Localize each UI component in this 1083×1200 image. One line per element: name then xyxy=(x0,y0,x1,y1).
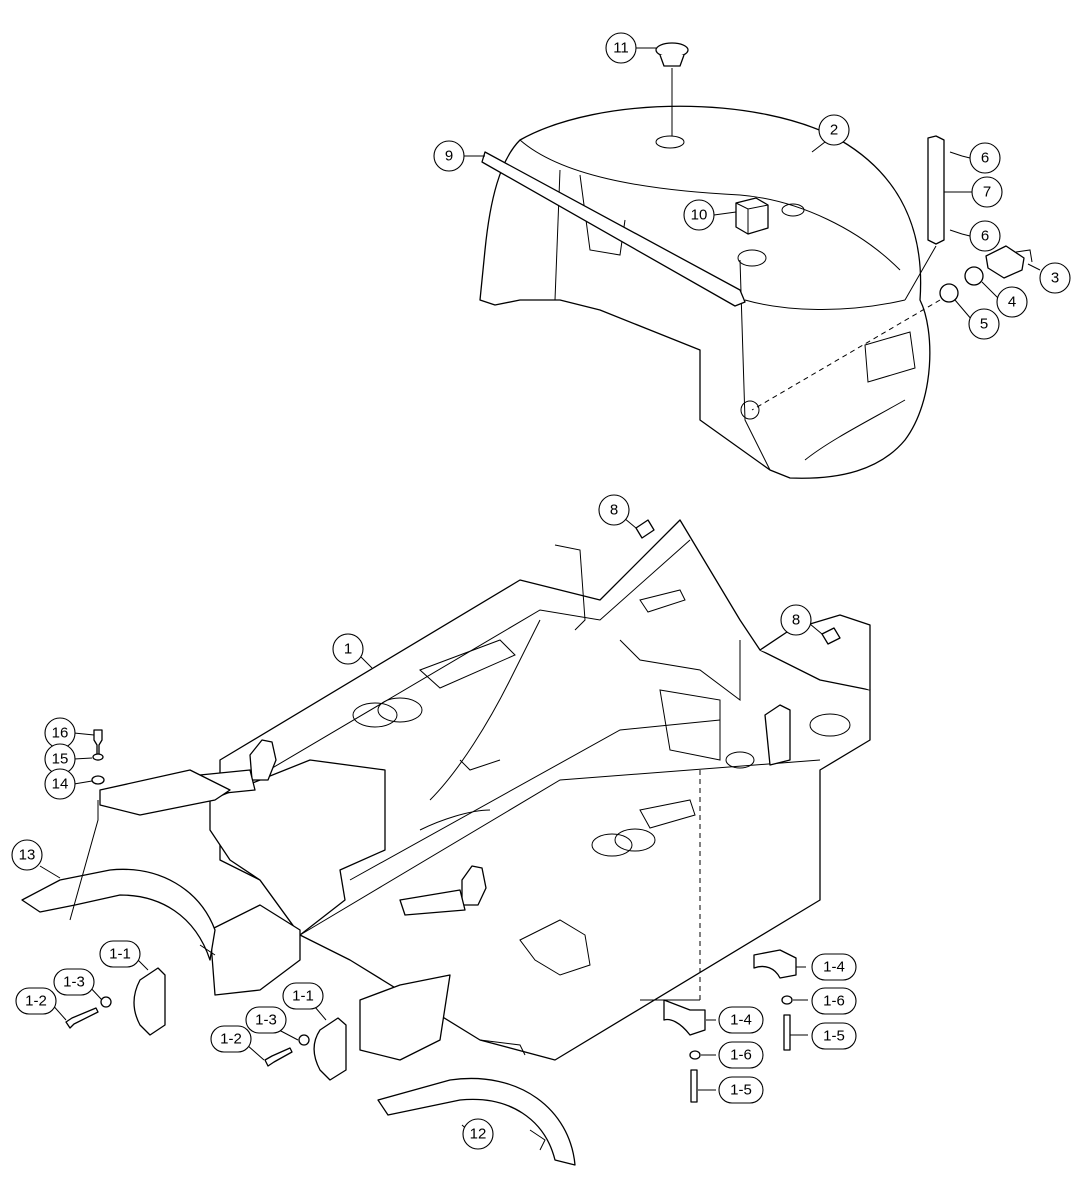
callout-1-6-lower: 1-6 xyxy=(718,1041,764,1069)
svg-text:1-6: 1-6 xyxy=(730,1047,752,1064)
pin-7 xyxy=(927,135,945,245)
svg-text:15: 15 xyxy=(52,751,69,768)
callout-14: 14 xyxy=(44,768,76,800)
callout-9: 9 xyxy=(433,140,465,172)
washer-4 xyxy=(964,266,984,286)
callout-1-1-right: 1-1 xyxy=(282,982,324,1010)
callout-13: 13 xyxy=(11,839,43,871)
cap-11 xyxy=(655,42,689,67)
svg-text:11: 11 xyxy=(613,40,629,57)
callout-1-4-upper: 1-4 xyxy=(811,953,857,981)
svg-text:12: 12 xyxy=(470,1126,487,1143)
counterweight xyxy=(479,42,1033,479)
svg-text:9: 9 xyxy=(445,148,453,165)
svg-text:6: 6 xyxy=(981,150,989,167)
svg-text:1-2: 1-2 xyxy=(220,1031,242,1048)
main-frame xyxy=(199,519,871,1061)
callout-1-4-lower: 1-4 xyxy=(718,1006,764,1034)
svg-text:1-3: 1-3 xyxy=(63,974,85,991)
svg-text:8: 8 xyxy=(610,502,618,519)
svg-text:8: 8 xyxy=(792,612,800,629)
svg-text:1-5: 1-5 xyxy=(823,1028,845,1045)
callout-1-3-left: 1-3 xyxy=(53,968,95,996)
callout-11: 11 xyxy=(605,32,637,64)
clamps xyxy=(133,949,797,1081)
callout-1-3-right: 1-3 xyxy=(245,1006,287,1034)
svg-text:1-3: 1-3 xyxy=(255,1012,277,1029)
fender-12 xyxy=(377,1077,576,1166)
svg-text:4: 4 xyxy=(1008,294,1016,311)
svg-text:1-1: 1-1 xyxy=(109,946,131,963)
callout-1-2-right: 1-2 xyxy=(210,1025,252,1053)
callout-3: 3 xyxy=(1039,262,1071,294)
svg-text:1: 1 xyxy=(344,641,352,658)
svg-text:1-1: 1-1 xyxy=(292,988,314,1005)
tab-8a xyxy=(635,519,655,539)
svg-text:1-2: 1-2 xyxy=(25,993,47,1010)
callout-15: 15 xyxy=(44,743,76,775)
washer-5 xyxy=(939,283,959,303)
callout-4: 4 xyxy=(996,286,1028,318)
svg-text:2: 2 xyxy=(830,122,838,139)
svg-text:6: 6 xyxy=(981,228,989,245)
callout-5: 5 xyxy=(968,308,1000,340)
svg-text:1-4: 1-4 xyxy=(823,959,845,976)
callout-16: 16 xyxy=(44,717,76,749)
svg-text:13: 13 xyxy=(19,847,36,864)
block-10 xyxy=(735,197,769,235)
fender-13 xyxy=(21,769,231,961)
callout-1-1-left: 1-1 xyxy=(99,940,141,968)
svg-text:1-5: 1-5 xyxy=(730,1082,752,1099)
bar-9 xyxy=(481,151,746,307)
svg-text:10: 10 xyxy=(691,207,708,224)
callout-2: 2 xyxy=(818,114,850,146)
callout-6-lower: 6 xyxy=(969,220,1001,252)
clamp-hardware xyxy=(65,770,793,1103)
svg-text:16: 16 xyxy=(52,725,69,742)
callout-12: 12 xyxy=(462,1118,494,1150)
svg-text:5: 5 xyxy=(980,316,988,333)
callout-1-5-lower: 1-5 xyxy=(718,1076,764,1104)
callout-1-5-upper: 1-5 xyxy=(811,1022,857,1050)
callout-6-upper: 6 xyxy=(969,142,1001,174)
svg-text:14: 14 xyxy=(52,776,69,793)
svg-text:1-6: 1-6 xyxy=(823,993,845,1010)
svg-text:1-4: 1-4 xyxy=(730,1012,752,1029)
svg-text:7: 7 xyxy=(983,184,991,201)
callout-1-2-left: 1-2 xyxy=(15,987,57,1015)
bolt-stack xyxy=(91,729,105,785)
callout-1: 1 xyxy=(332,633,364,665)
callout-1-6-upper: 1-6 xyxy=(811,987,857,1015)
callout-8-right: 8 xyxy=(780,604,812,636)
callout-8-left: 8 xyxy=(598,494,630,526)
callout-7: 7 xyxy=(971,176,1003,208)
bolt-3 xyxy=(985,245,1033,279)
svg-text:3: 3 xyxy=(1051,270,1059,287)
callout-10: 10 xyxy=(683,199,715,231)
tab-8b xyxy=(821,627,841,645)
